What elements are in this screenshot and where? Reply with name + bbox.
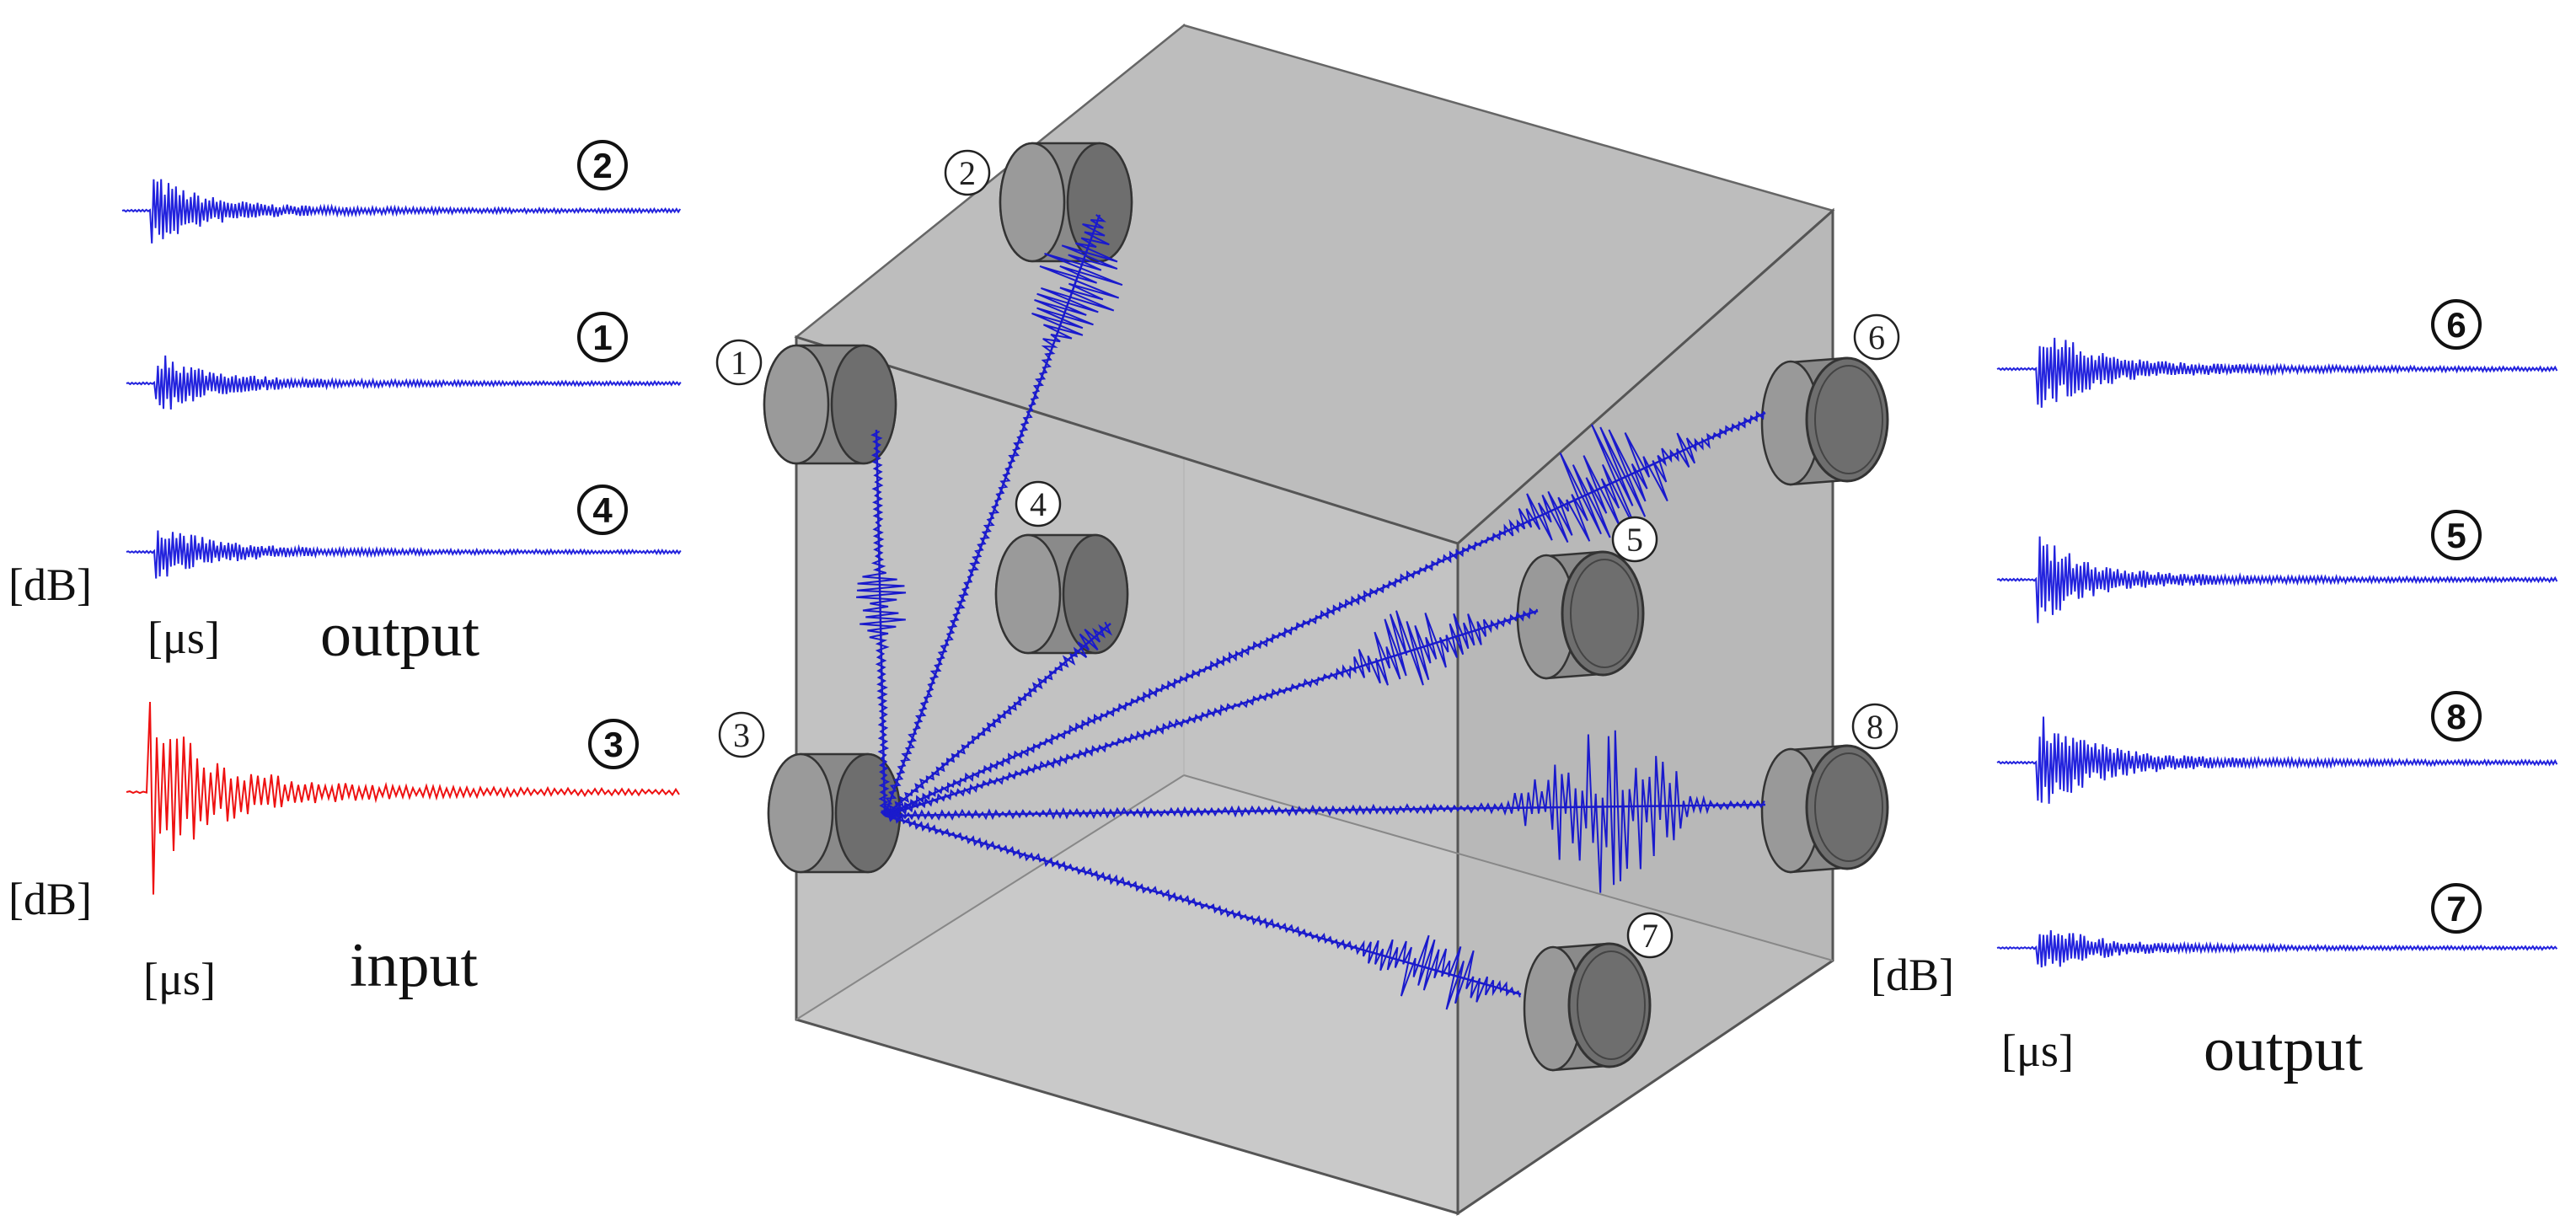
specimen-cube [794,23,1835,1216]
svg-text:2: 2 [592,146,612,185]
output-caption: output [320,601,480,670]
right-panel: 6 5 8 7 [dB] [μs] output [1871,299,2482,1084]
svg-text:5: 5 [1626,521,1643,559]
svg-text:8: 8 [2446,697,2466,736]
cube-hidden-edge [795,774,1185,1020]
svg-text:1: 1 [592,318,612,357]
svg-text:7: 7 [1641,917,1658,955]
sensor-label-6: 6 [1853,313,1900,361]
sensor-7 [1523,942,1652,1072]
svg-text:3: 3 [733,716,750,754]
svg-text:3: 3 [603,725,623,764]
ray-3-to-6 [884,410,1766,817]
svg-text:4: 4 [1030,485,1047,523]
svg-text:1: 1 [731,344,747,382]
svg-text:6: 6 [1868,319,1885,356]
waveform-group [121,179,2558,968]
input-trace-3-line [126,701,680,895]
trace-label-7: 7 [2431,883,2482,934]
right-us-unit: [μs] [2001,1025,2074,1076]
input-us-unit: [μs] [143,954,216,1004]
sensor-label-3: 3 [718,711,765,758]
cube-hidden-edge [1183,774,1834,961]
svg-text:4: 4 [592,490,613,530]
input-caption: input [350,931,479,1000]
output-trace-7 [1996,929,2558,968]
wave-path-group [856,214,1766,1010]
ray-3-to-2 [881,214,1123,816]
sensor-label-8: 8 [1851,703,1899,750]
left-panel: 2 1 4 3 [dB] [μs] output [dB] [μs] input [8,140,639,1004]
sensor-label-1: 1 [715,339,763,386]
sensor-1 [763,344,897,465]
svg-text:2: 2 [959,154,976,192]
output-trace-1 [126,355,682,410]
sensor-5 [1516,550,1645,680]
trace-label-4: 4 [577,485,628,535]
sensor-label-4: 4 [1015,480,1062,527]
output-trace-8-line [1996,716,2558,804]
right-db-unit: [dB] [1871,950,1954,1000]
sensor-4 [994,533,1129,655]
output-us-unit: [μs] [147,613,220,663]
sensor-label-7: 7 [1626,912,1674,959]
output-trace-8 [1996,716,2558,804]
trace-label-5: 5 [2431,510,2482,560]
trace-label-6: 6 [2431,299,2482,350]
output-db-unit: [dB] [8,559,92,610]
svg-text:5: 5 [2446,516,2466,555]
trace-label-1: 1 [577,312,628,362]
trace-label-8: 8 [2431,691,2482,741]
sensor-label-5: 5 [1611,516,1658,563]
sensor-6 [1760,356,1889,486]
output-trace-5-line [1996,536,2558,624]
sensor-label-2: 2 [944,149,991,196]
ray-3-to-7 [884,813,1522,1010]
right-output-caption: output [2204,1015,2364,1084]
ray-3-to-8 [884,730,1766,893]
input-trace-3 [126,701,680,895]
ray-3-to-5 [884,607,1539,820]
output-trace-6 [1996,337,2558,408]
sensor-group [763,142,1889,1072]
output-trace-2 [121,179,682,244]
sensor-label-group: 2 1 4 3 6 5 8 7 [715,149,1900,959]
input-db-unit: [dB] [8,874,92,924]
output-trace-5 [1996,536,2558,624]
trace-label-3: 3 [588,719,639,769]
sensor-2 [999,142,1133,263]
output-trace-4 [126,530,682,579]
sensor-8 [1760,744,1889,874]
svg-text:6: 6 [2446,305,2466,345]
svg-text:8: 8 [1866,708,1883,746]
output-trace-4-line [126,530,682,579]
output-trace-7-line [1996,929,2558,968]
output-trace-2-line [121,179,682,244]
output-trace-6-line [1996,337,2558,408]
ray-3-to-1 [856,429,907,816]
svg-text:7: 7 [2446,889,2466,929]
ray-3-to-4 [884,621,1113,816]
trace-label-2: 2 [577,140,628,190]
output-trace-1-line [126,355,682,410]
